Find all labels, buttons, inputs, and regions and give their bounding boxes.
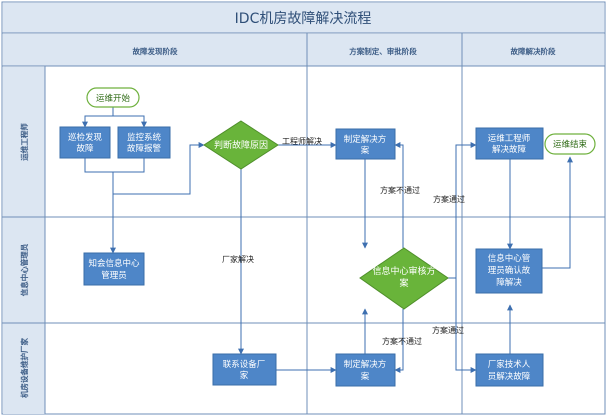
inspect-fault-node: 巡检发现 故障 <box>59 126 111 159</box>
svg-text:障解决: 障解决 <box>496 277 522 288</box>
svg-text:案: 案 <box>361 371 370 382</box>
svg-text:案: 案 <box>361 145 370 156</box>
svg-text:判断故障原因: 判断故障原因 <box>214 139 268 151</box>
edge-label-engineer: 工程师解决 <box>282 136 322 146</box>
vendor-plan-node: 制定解决方 案 <box>335 353 396 387</box>
svg-text:监控系统: 监控系统 <box>127 132 162 143</box>
lane-label-engineer: 运维工程师 <box>19 123 29 161</box>
title-bar <box>3 3 604 33</box>
svg-text:制定解决方: 制定解决方 <box>344 359 387 370</box>
lane-header-column <box>3 67 45 414</box>
edge-label-pass-top: 方案通过 <box>433 194 465 204</box>
notify-admin-node: 知会信息中心 管理员 <box>83 252 145 286</box>
svg-text:厂家技术人: 厂家技术人 <box>488 359 531 370</box>
vendor-solve-node: 厂家技术人 员解决故障 <box>475 353 544 387</box>
svg-text:员解决故障: 员解决故障 <box>488 371 531 382</box>
svg-text:解决故障: 解决故障 <box>492 144 527 155</box>
edge-label-reject-bottom: 方案不通过 <box>382 336 422 346</box>
svg-text:家: 家 <box>240 370 249 381</box>
svg-text:运维工程师: 运维工程师 <box>488 133 531 144</box>
engineer-solve-node: 运维工程师 解决故障 <box>475 127 544 160</box>
svg-text:管理员: 管理员 <box>101 270 127 281</box>
svg-text:案: 案 <box>399 277 408 289</box>
phase-header-plan-approval: 方案制定、审批阶段 <box>349 46 417 56</box>
svg-text:信息中心管: 信息中心管 <box>488 253 531 264</box>
svg-text:制定解决方: 制定解决方 <box>344 134 387 145</box>
svg-text:联系设备厂: 联系设备厂 <box>223 359 266 370</box>
phase-header-discovery: 故障发现阶段 <box>133 46 178 56</box>
admin-confirm-node: 信息中心管 理员确认故 障解决 <box>475 248 543 294</box>
end-node-label: 运维结束 <box>553 139 588 150</box>
svg-text:信息中心审核方: 信息中心审核方 <box>372 265 435 277</box>
diagram-title: IDC机房故障解决流程 <box>235 11 372 27</box>
phase-header-resolution: 故障解决阶段 <box>511 46 556 56</box>
contact-vendor-node: 联系设备厂 家 <box>212 353 277 386</box>
admin-review-decision: 信息中心审核方 案 <box>359 247 449 310</box>
lane-label-vendor: 机房设备维护厂家 <box>19 338 29 398</box>
edge-label-reject-top: 方案不通过 <box>380 185 420 195</box>
svg-text:巡检发现: 巡检发现 <box>68 132 103 143</box>
end-node: 运维结束 <box>544 133 596 155</box>
monitor-alarm-node: 监控系统 故障报警 <box>117 126 171 159</box>
engineer-plan-node: 制定解决方 案 <box>335 128 396 160</box>
svg-text:故障报警: 故障报警 <box>127 143 162 154</box>
phase-header-bar <box>3 34 604 66</box>
connectors <box>82 107 573 373</box>
svg-text:知会信息中心: 知会信息中心 <box>88 258 140 269</box>
svg-text:故障: 故障 <box>76 143 94 154</box>
start-node-label: 运维开始 <box>96 93 131 104</box>
svg-text:理员确认故: 理员确认故 <box>488 265 531 276</box>
judge-cause-decision: 判断故障原因 <box>203 120 279 170</box>
edge-label-pass-bottom: 方案通过 <box>432 325 464 335</box>
edge-label-vendor: 厂家解决 <box>222 254 254 264</box>
lane-label-admin: 信息中心管理员 <box>19 243 29 296</box>
start-node: 运维开始 <box>86 87 140 108</box>
